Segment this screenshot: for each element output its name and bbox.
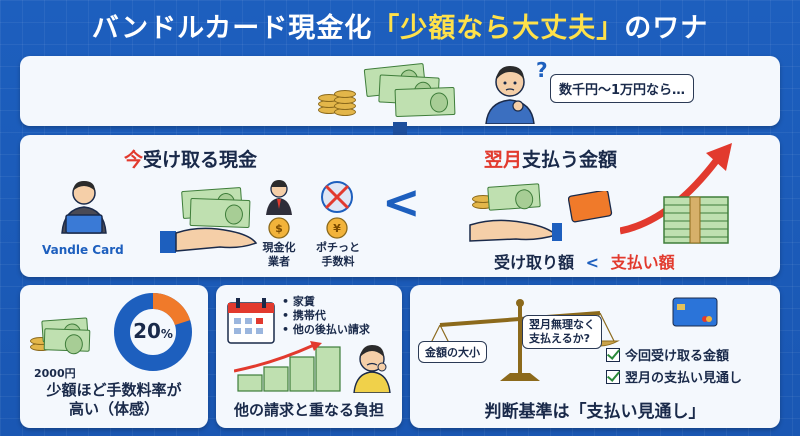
- bottom-left-panel: 2000円 20% 少額ほど手数料率が 高い（体感）: [20, 285, 208, 428]
- calendar-icon: [226, 297, 278, 349]
- bill-list-item: • 家賃: [282, 295, 315, 308]
- worried-person-icon: [348, 341, 396, 397]
- checkbox-icon: [606, 370, 620, 384]
- checkbox-icon: [606, 348, 620, 362]
- scale-left-label: 金額の大小: [418, 341, 487, 363]
- fee-label: ポチっと 手数料: [316, 241, 360, 268]
- amount-label: 2000円: [34, 367, 76, 380]
- hand-coins-icon: [466, 183, 562, 243]
- svg-text:$: $: [275, 222, 283, 235]
- bottom-right-caption: 判断基準は「支払い見通し」: [484, 402, 706, 422]
- bottom-middle-panel: • 家賃 • 携帯代 • 他の後払い請求 他の請求と重なる負担: [216, 285, 402, 428]
- check-item: 翌月の支払い見通し: [606, 367, 742, 386]
- money-stack-icon: [660, 189, 736, 245]
- compare-statement: 受け取り額 < 支払い額: [494, 253, 675, 272]
- yen-coin-icon-2: ¥: [326, 217, 348, 243]
- credit-card-icon-small: [672, 297, 718, 331]
- credit-card-icon: [567, 189, 616, 229]
- bottom-middle-caption: 他の請求と重なる負担: [233, 401, 384, 419]
- donut-chart-icon: 20%: [112, 291, 194, 373]
- card-label: Vandle Card: [42, 243, 124, 257]
- bottom-left-caption: 少額ほど手数料率が 高い（体感）: [46, 381, 182, 418]
- no-fee-icon: [320, 179, 354, 219]
- top-panel: ? 数千円〜1万円なら…: [20, 56, 780, 126]
- percent-value: 20%: [133, 319, 173, 343]
- cash-fee-label: 現金化 業者: [262, 241, 296, 268]
- question-mark-icon: ?: [536, 58, 548, 82]
- scale-right-label: 翌月無理なく 支払えるか?: [522, 315, 602, 349]
- right-section-title: 翌月支払う金額: [484, 149, 618, 171]
- person-laptop-icon: [54, 179, 114, 235]
- coin-stack-icon: [318, 72, 358, 116]
- thinking-person-icon: [480, 58, 540, 125]
- bottom-right-panel: 金額の大小 翌月無理なく 支払えるか? 今回受け取る金額 翌月の支払い見通し 判…: [410, 285, 780, 428]
- money-stack-rising-icon: [233, 341, 344, 393]
- bill-list-item: • 他の後払い請求: [282, 323, 370, 336]
- page-title: バンドルカード現金化「少額なら大丈夫」のワナ: [91, 13, 709, 44]
- dealer-icon: [264, 179, 294, 215]
- money-bill-icon: [363, 62, 465, 120]
- speech-bubble: 数千円〜1万円なら…: [550, 74, 695, 103]
- svg-text:¥: ¥: [333, 222, 341, 235]
- left-section-title: 今受け取る現金: [124, 149, 258, 171]
- bill-list-item: • 携帯代: [282, 309, 326, 322]
- middle-panel: 今受け取る現金 Vandle Card $ 現金: [20, 135, 780, 277]
- hand-cash-icon: [160, 186, 260, 257]
- money-bill-icon-small: [30, 317, 91, 359]
- check-item: 今回受け取る金額: [606, 345, 729, 364]
- yen-coin-icon: $: [268, 217, 290, 243]
- comparison-symbol: <: [382, 175, 421, 229]
